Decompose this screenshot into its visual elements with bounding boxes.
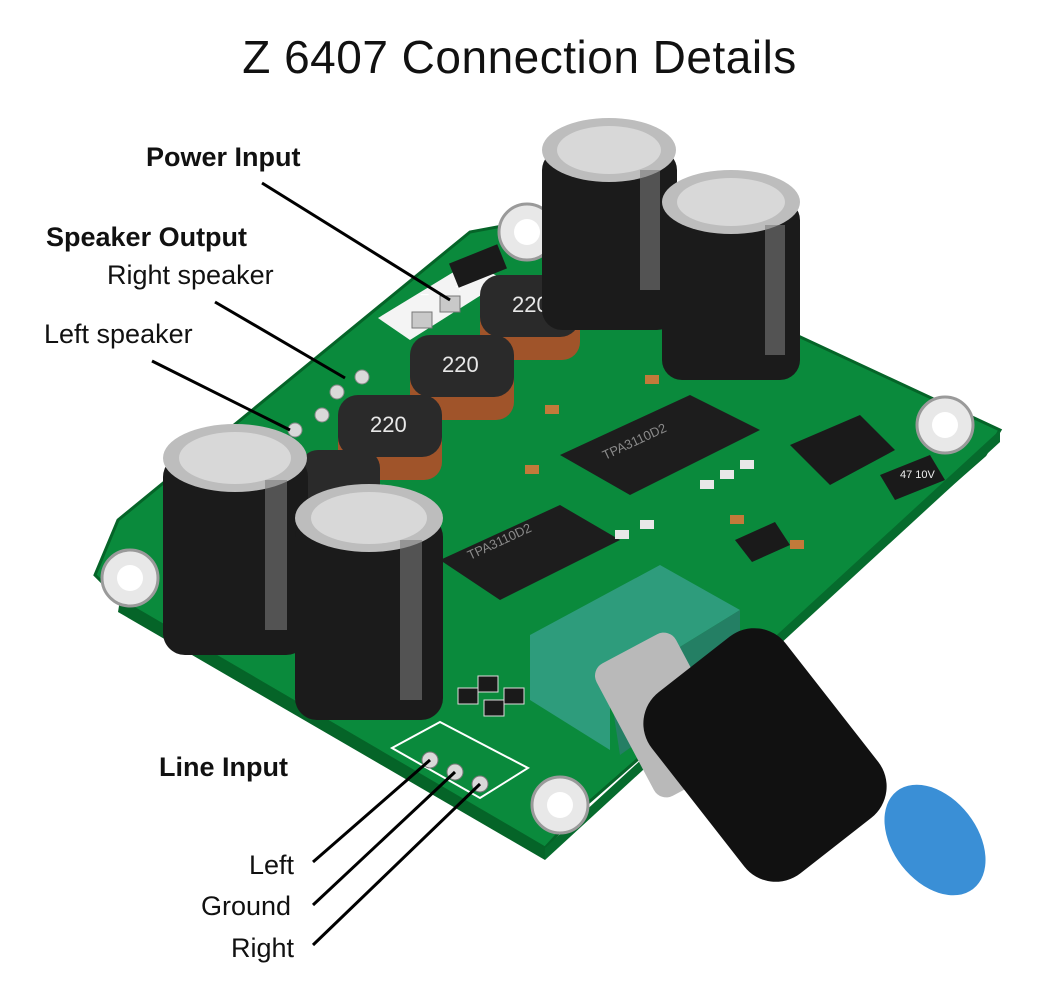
inductors: 220 220 220 <box>300 275 580 505</box>
leader-power-input <box>261 181 451 302</box>
leader-left-speaker <box>151 359 291 432</box>
inductor-label-2: 220 <box>442 352 479 377</box>
label-left-speaker: Left speaker <box>44 319 193 349</box>
label-line-ground: Ground <box>201 891 292 921</box>
smd-components: 47 10V <box>525 375 945 549</box>
amplifier-chips: TPA3110D2 TPA3110D2 <box>440 395 895 600</box>
volume-knob <box>643 628 986 896</box>
inductor-label-3: 220 <box>370 412 407 437</box>
label-line-left: Left <box>249 850 295 880</box>
capacitors-bottom <box>163 424 443 720</box>
power-terminal: − + <box>378 244 507 340</box>
leader-line-left <box>312 758 431 864</box>
label-line-input: Line Input <box>159 752 288 782</box>
label-line-right: Right <box>231 933 295 963</box>
power-minus-silk: − <box>420 287 429 304</box>
label-speaker-output: Speaker Output <box>46 222 248 252</box>
label-right-speaker: Right speaker <box>107 260 274 290</box>
page-title: Z 6407 Connection Details <box>242 31 797 83</box>
cap-value-text: 47 10V <box>900 469 936 481</box>
power-plus-silk: + <box>455 279 464 296</box>
leader-lines <box>151 181 482 947</box>
label-power-input: Power Input <box>146 142 301 172</box>
leader-right-speaker <box>214 300 346 380</box>
capacitors-top <box>542 118 800 380</box>
speaker-terminals <box>287 369 370 438</box>
leader-line-ground <box>311 770 457 907</box>
leader-line-right <box>311 782 482 947</box>
mounting-holes <box>100 202 975 835</box>
